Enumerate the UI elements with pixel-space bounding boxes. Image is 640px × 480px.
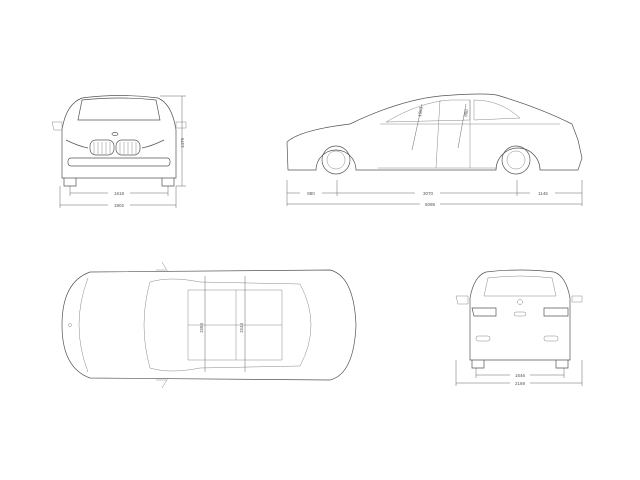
front-overhang-label: 880 [307,191,315,196]
length-label: 5098 [425,202,436,207]
front-width-label: 1902 [114,203,125,208]
front-track-label: 1618 [114,191,125,196]
rear-overhang-label: 1146 [538,191,548,196]
shoulder-front-label: 1584 [199,322,204,333]
shoulder-rear-label: 1544 [239,322,244,333]
rear-width-label: 2169 [515,381,526,386]
rear-view: 1646 2169 [455,269,583,386]
front-view: 1479 1618 1902 [51,95,187,208]
headroom-front-label: 1053 [417,106,424,117]
front-height-label: 1479 [180,137,185,148]
top-view: 1584 1544 [61,261,357,389]
wheelbase-label: 3070 [423,191,434,196]
headroom-rear-label: 980 [463,108,469,117]
rear-track-label: 1646 [515,373,526,378]
side-view: 1053 980 880 3070 1146 5098 [286,93,583,207]
